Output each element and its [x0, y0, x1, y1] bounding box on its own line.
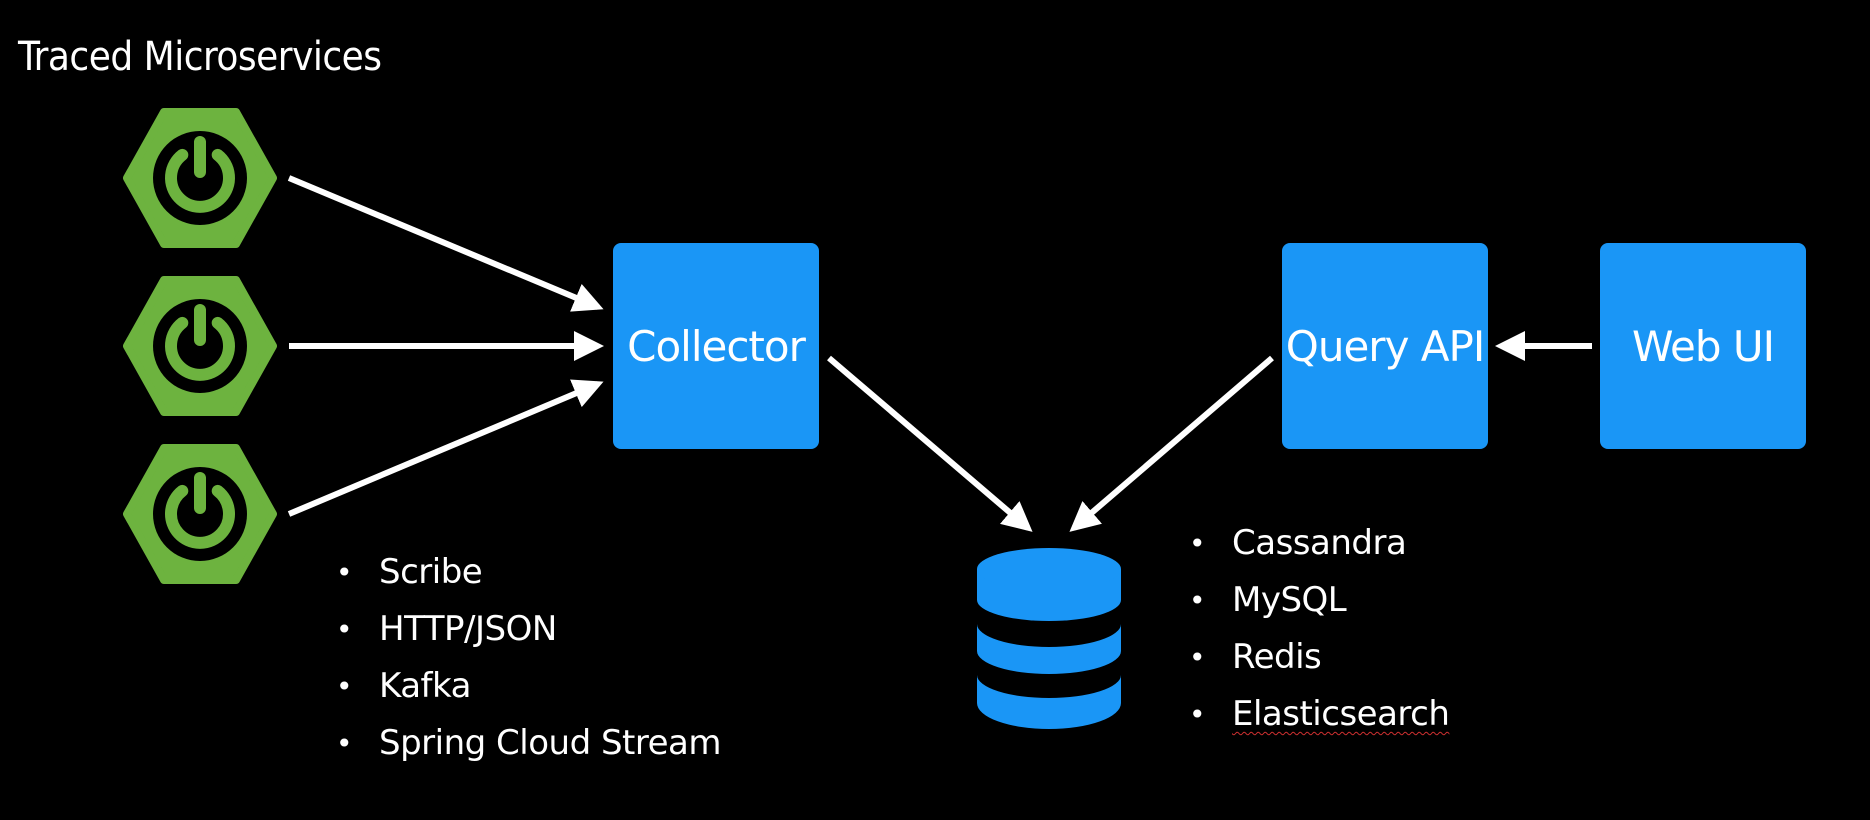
list-item: • Redis — [1182, 629, 1449, 686]
arrow-service1-to-collector — [287, 175, 604, 312]
web-ui-label: Web UI — [1631, 321, 1775, 371]
transport-list: • Scribe • HTTP/JSON • Kafka • Spring Cloud … — [329, 544, 721, 772]
storage-label: Cassandra — [1232, 523, 1407, 563]
query-api-box: Query API — [1282, 243, 1488, 449]
arrow-collector-to-database — [827, 355, 1033, 532]
transport-label: Kafka — [379, 666, 471, 706]
list-item: • Elasticsearch — [1182, 686, 1450, 743]
transport-label: HTTP/JSON — [379, 609, 557, 649]
service-icon-1 — [123, 108, 277, 248]
arrow-service3-to-collector — [287, 379, 604, 517]
list-item: • HTTP/JSON — [329, 601, 721, 658]
transport-label: Scribe — [379, 552, 483, 592]
storage-list: • Cassandra • MySQL • Redis • Elasticsearch — [1182, 515, 1450, 743]
arrow-queryapi-to-database — [1069, 355, 1274, 532]
web-ui-box: Web UI — [1600, 243, 1806, 449]
bullet: • — [335, 670, 353, 703]
bullet: • — [1188, 698, 1206, 731]
list-item: • Cassandra — [1182, 515, 1449, 572]
list-item: • Kafka — [329, 658, 721, 715]
query-api-label: Query API — [1285, 321, 1485, 371]
database-icon — [977, 548, 1121, 729]
collector-label: Collector — [627, 321, 806, 371]
storage-label: MySQL — [1232, 580, 1347, 620]
service-icon-3 — [123, 444, 277, 584]
storage-label: Redis — [1232, 637, 1322, 677]
spring-power-icon — [165, 316, 235, 381]
bullet: • — [1188, 527, 1206, 560]
storage-label: Elasticsearch — [1232, 694, 1450, 734]
bullet: • — [1188, 641, 1206, 674]
service-icon-2 — [123, 276, 277, 416]
spring-power-icon — [165, 484, 235, 549]
bullet: • — [335, 727, 353, 760]
list-item: • Spring Cloud Stream — [329, 715, 721, 772]
list-item: • Scribe — [329, 544, 721, 601]
collector-box: Collector — [613, 243, 819, 449]
bullet: • — [335, 556, 353, 589]
list-item: • MySQL — [1182, 572, 1449, 629]
bullet: • — [335, 613, 353, 646]
spring-power-icon — [165, 148, 235, 213]
bullet: • — [1188, 584, 1206, 617]
diagram-title: Traced Microservices — [18, 34, 382, 80]
transport-label: Spring Cloud Stream — [379, 723, 721, 763]
